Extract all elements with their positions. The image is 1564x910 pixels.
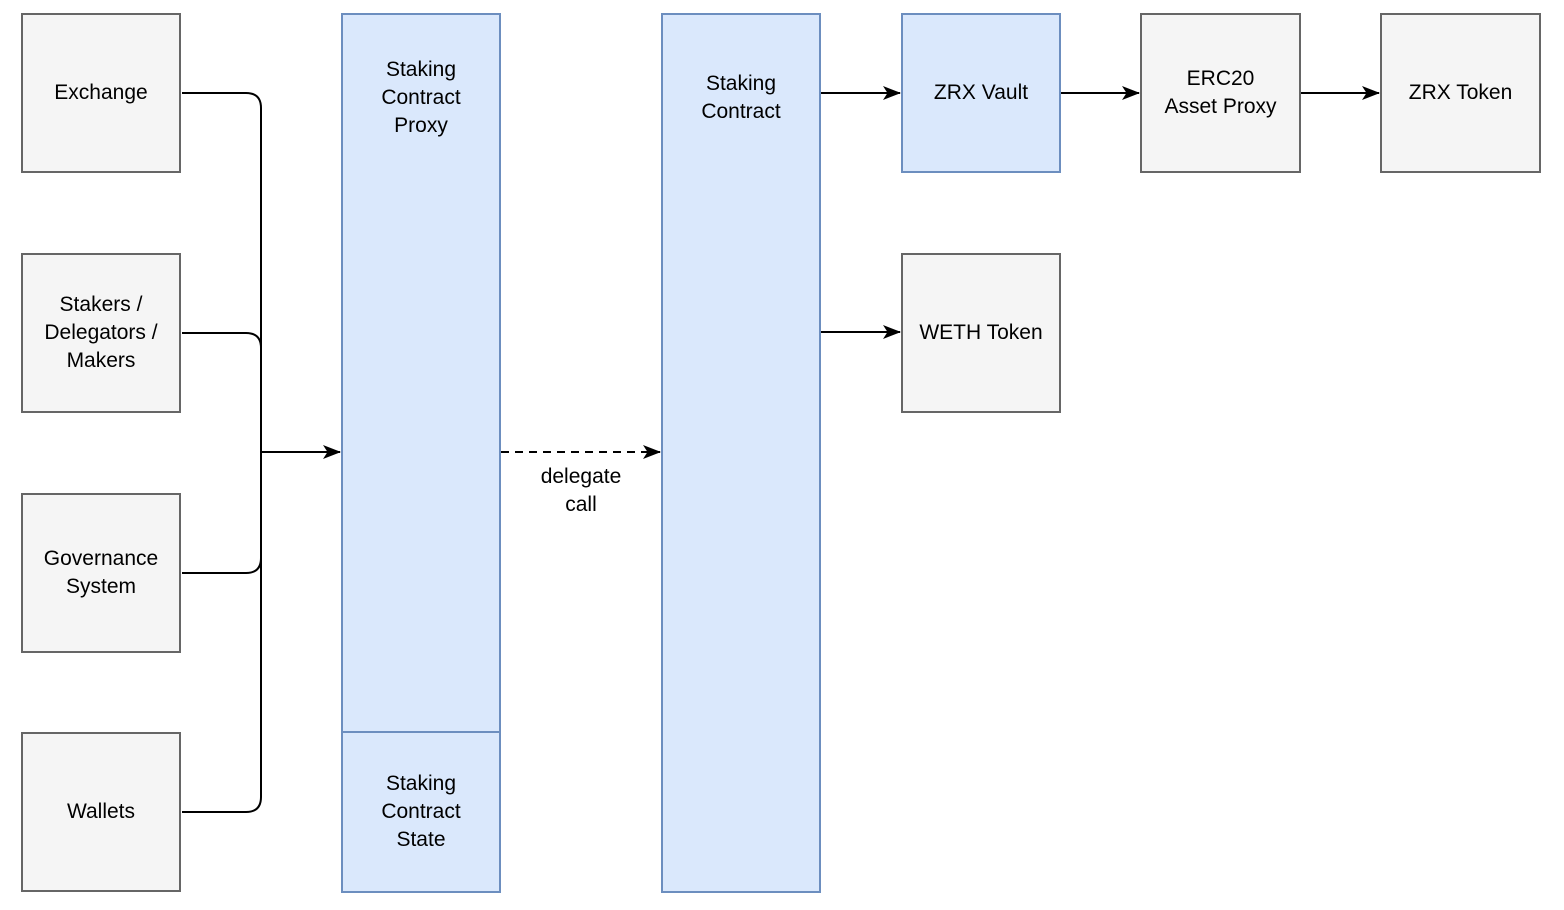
connector-stakers-to-trunk xyxy=(182,332,262,452)
node-stakers-delegators-makers-label: Stakers / Delegators / Makers xyxy=(44,293,158,372)
node-wallets: Wallets xyxy=(21,732,181,892)
node-weth-token-label: WETH Token xyxy=(919,321,1043,344)
node-governance-system: Governance System xyxy=(21,493,181,653)
connector-exchange-to-trunk xyxy=(182,92,262,452)
node-exchange-label: Exchange xyxy=(54,81,148,104)
node-zrx-token: ZRX Token xyxy=(1380,13,1541,173)
node-erc20-asset-proxy: ERC20 Asset Proxy xyxy=(1140,13,1301,173)
node-staking-contract: Staking Contract xyxy=(661,13,821,893)
node-zrx-token-label: ZRX Token xyxy=(1408,81,1513,104)
node-wallets-label: Wallets xyxy=(66,800,136,823)
node-weth-token: WETH Token xyxy=(901,253,1061,413)
node-staking-contract-proxy-label: Staking Contract Proxy xyxy=(381,58,461,137)
node-governance-system-label: Governance System xyxy=(43,547,159,598)
node-stakers-delegators-makers: Stakers / Delegators / Makers xyxy=(21,253,181,413)
node-staking-contract-proxy: Staking Contract Proxy xyxy=(341,13,501,733)
node-staking-contract-state-label: Staking Contract State xyxy=(381,772,461,851)
node-staking-contract-state: Staking Contract State xyxy=(341,731,501,893)
node-exchange: Exchange xyxy=(21,13,181,173)
node-staking-contract-label: Staking Contract xyxy=(701,72,781,123)
connector-governance-to-trunk xyxy=(182,452,262,574)
node-zrx-vault-label: ZRX Vault xyxy=(933,81,1029,104)
node-erc20-asset-proxy-label: ERC20 Asset Proxy xyxy=(1164,67,1277,118)
node-zrx-vault: ZRX Vault xyxy=(901,13,1061,173)
delegate-call-edge-label: delegate call xyxy=(540,465,622,516)
connector-wallets-to-trunk xyxy=(182,452,262,813)
